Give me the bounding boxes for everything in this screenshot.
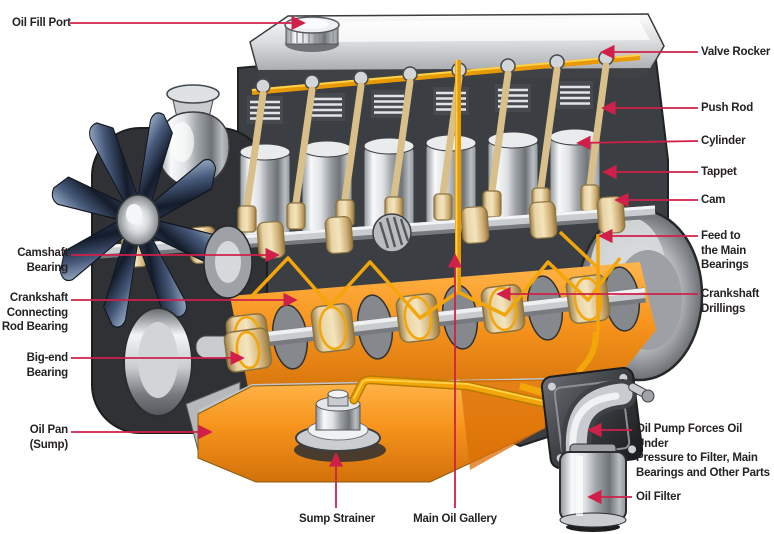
label-main-oil-gallery: Main Oil Gallery xyxy=(413,513,497,525)
label-push-rod: Push Rod xyxy=(701,102,754,114)
sump-strainer xyxy=(294,389,386,462)
label-crankshaft-connecting-rod-bearing: Crankshaft Connecting Rod Bearing xyxy=(1,292,68,334)
label-oil-filter: Oil Filter xyxy=(636,491,681,503)
camshaft-gear xyxy=(372,213,412,253)
label-cam: Cam xyxy=(701,194,726,206)
leader-lines xyxy=(70,15,699,508)
leader-cylinder xyxy=(576,135,699,150)
front-big-end-bearing xyxy=(223,327,273,373)
label-big-end-bearing: Big-end Bearing xyxy=(26,352,69,379)
main-oil-gallery-pipe xyxy=(455,60,461,292)
label-crankshaft-drillings: Crankshaft Drillings xyxy=(701,288,760,315)
label-feed-to-main-bearings: Feed to the Main Bearings xyxy=(701,230,749,272)
oil-pickup-pipe xyxy=(349,375,553,409)
front-pulley xyxy=(123,225,273,417)
valve-rockers xyxy=(255,50,614,94)
pump-bolt xyxy=(628,382,655,403)
label-oil-pan-sump: Oil Pan (Sump) xyxy=(29,424,69,451)
rocker-assembly xyxy=(251,50,641,95)
label-tappet: Tappet xyxy=(701,166,737,178)
oil-lines xyxy=(248,230,622,332)
label-oil-fill-port: Oil Fill Port xyxy=(12,17,71,29)
label-valve-rocker: Valve Rocker xyxy=(701,46,771,58)
label-oil-pump-note: Oil Pump Forces Oil Under Pressure to Fi… xyxy=(636,423,770,480)
oil-filter xyxy=(559,443,627,532)
label-sump-strainer: Sump Strainer xyxy=(298,513,375,525)
label-cylinder: Cylinder xyxy=(701,135,746,147)
label-camshaft-bearing: Camshaft Bearing xyxy=(17,247,68,274)
